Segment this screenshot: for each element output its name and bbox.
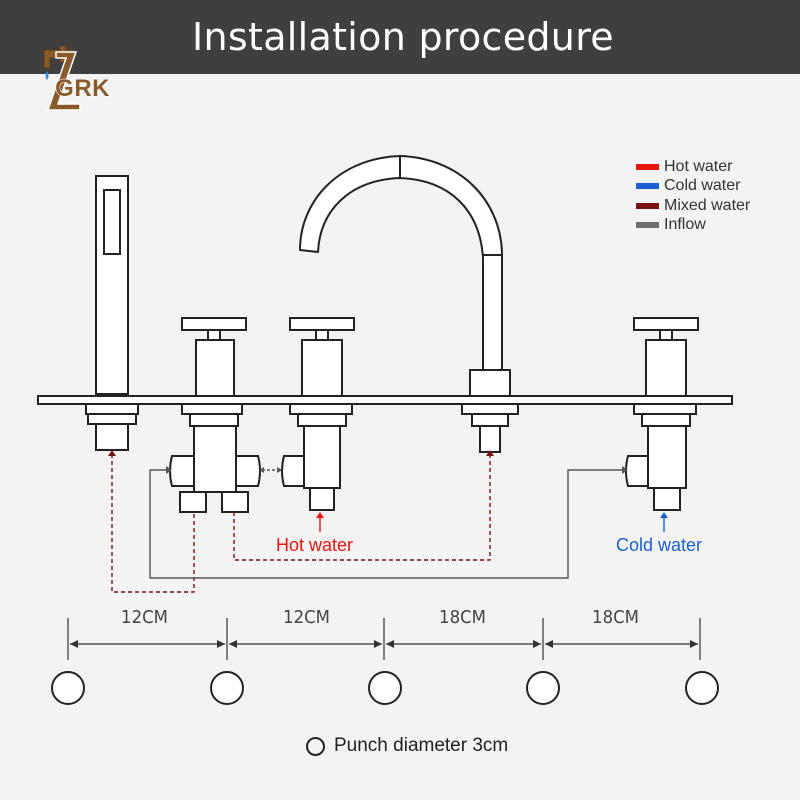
dimension-lines: [67, 618, 701, 660]
diverter-handle-icon: [169, 317, 261, 513]
dimension-label: 18CM: [592, 607, 639, 628]
inflow-line: [149, 469, 626, 579]
legend-swatch: [636, 202, 659, 209]
legend-item-mixed: Mixed water: [636, 196, 750, 216]
legend-label: Cold water: [664, 177, 741, 195]
dimension-label: 12CM: [121, 607, 168, 628]
legend: Hot water Cold water Mixed water Inflow: [636, 157, 750, 235]
hot-valve-handle-icon: [281, 317, 355, 511]
arrow-icon: [277, 467, 282, 473]
legend-label: Mixed water: [664, 196, 751, 214]
legend-swatch: [636, 183, 659, 190]
header-bar: Installation procedure: [0, 0, 800, 74]
deck-plate: [37, 395, 733, 405]
arrow-icon: [166, 466, 172, 474]
cold-valve-handle-icon: [625, 317, 699, 511]
punch-note: Punch diameter 3cm: [306, 735, 508, 757]
legend-swatch: [636, 163, 659, 170]
legend-item-cold: Cold water: [636, 177, 750, 197]
arrow-icon: [108, 450, 116, 456]
circle-icon: [306, 736, 325, 756]
spout-icon: [299, 155, 519, 453]
page-title: Installation procedure: [192, 15, 614, 59]
hand-shower-icon: [85, 175, 139, 451]
arrow-icon: [259, 467, 264, 473]
punch-note-text: Punch diameter 3cm: [334, 735, 509, 756]
arrow-icon: [486, 450, 494, 456]
cold-water-label: Cold water: [616, 535, 703, 555]
punch-hole-icon: [51, 671, 85, 705]
legend-swatch: [636, 222, 659, 229]
mixed-water-line: [233, 454, 491, 561]
legend-label: Inflow: [664, 216, 706, 234]
dimension-label: 18CM: [439, 607, 486, 628]
brand-logo-text: ZGRK: [40, 75, 110, 103]
arrow-icon: [660, 512, 668, 518]
punch-hole-icon: [368, 671, 402, 705]
mixed-water-line: [111, 454, 195, 593]
arrow-icon: [316, 512, 324, 518]
punch-hole-icon: [685, 671, 719, 705]
punch-hole-icon: [526, 671, 560, 705]
punch-hole-icon: [210, 671, 244, 705]
brand-logo-icon: [43, 45, 81, 111]
hot-water-label: Hot water: [276, 535, 354, 555]
legend-item-hot: Hot water: [636, 157, 750, 177]
legend-item-inflow: Inflow: [636, 216, 750, 236]
arrow-icon: [622, 466, 628, 474]
legend-label: Hot water: [664, 157, 733, 175]
logo-letters: GRK: [55, 75, 111, 103]
dimension-label: 12CM: [283, 607, 330, 628]
